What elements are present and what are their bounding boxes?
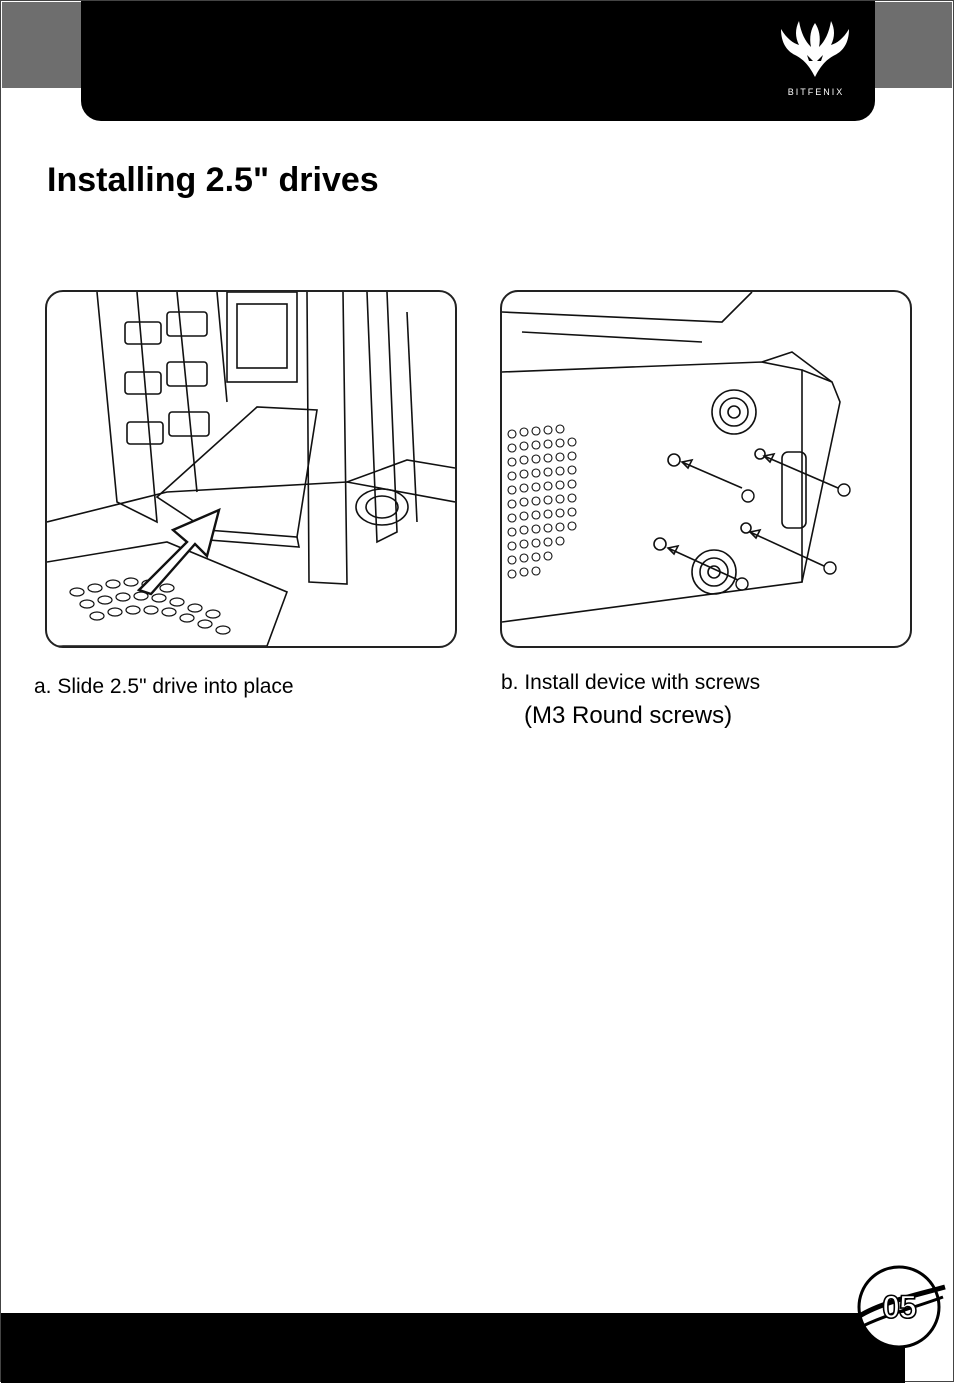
step-a-caption: a. Slide 2.5" drive into place: [34, 675, 294, 698]
insert-arrow: [136, 507, 221, 596]
logo-wordmark: BITFENIX: [787, 87, 845, 97]
figure-slide-drive: [45, 290, 457, 648]
screw-install-illustration: [502, 292, 851, 623]
drive-bay-illustration: [47, 292, 455, 646]
corner-tab-left: [2, 2, 81, 88]
bitfenix-logo: [781, 21, 849, 77]
header-bar: [81, 1, 875, 121]
footer-bar: [1, 1313, 905, 1383]
page-title: Installing 2.5" drives: [47, 161, 379, 199]
figure-install-screws: [500, 290, 912, 648]
page-badge: [853, 1265, 946, 1349]
corner-tab-right: [873, 2, 952, 88]
step-b-note: (M3 Round screws): [524, 702, 733, 729]
page-number: 05: [881, 1288, 917, 1326]
step-b-caption: b. Install device with screws: [501, 671, 761, 694]
